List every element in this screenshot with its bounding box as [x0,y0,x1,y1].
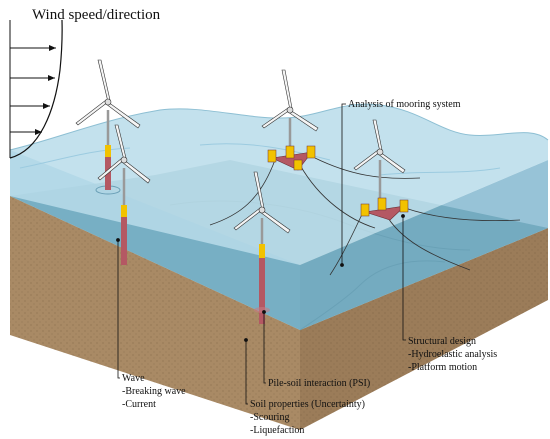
wave-annotation-2: -Breaking wave [122,386,186,397]
wave-annotation-3: -Current [122,399,156,410]
turbine-monopile-1 [75,59,141,195]
structural-annotation-3: -Platform motion [408,362,477,373]
turbine-monopile-3 [233,171,291,324]
soil-annotation-2: -Scouring [250,412,289,423]
mooring-lines [209,157,521,276]
wave-annotation-1: Wave [122,373,145,384]
wind-label: Wind speed/direction [32,7,161,23]
turbine-floating-1 [261,69,319,171]
mooring-annotation: Analysis of mooring system [348,99,461,110]
soil-block [10,196,548,430]
turbine-floating-2 [353,119,409,221]
leader-lines [116,103,406,405]
annotations: Analysis of mooring system Structural de… [122,99,497,436]
structural-annotation-2: -Hydroelastic analysis [408,349,497,360]
structural-annotation-1: Structural design [408,336,476,347]
turbine-monopile-2 [97,124,151,265]
wind-profile: Wind speed/direction [9,7,161,159]
soil-annotation-1: Soil properties (Uncertainty) [250,399,365,410]
sea-surface [9,103,549,265]
psi-annotation: Pile-soil interaction (PSI) [268,378,370,389]
soil-annotation-3: -Liquefaction [250,425,304,436]
